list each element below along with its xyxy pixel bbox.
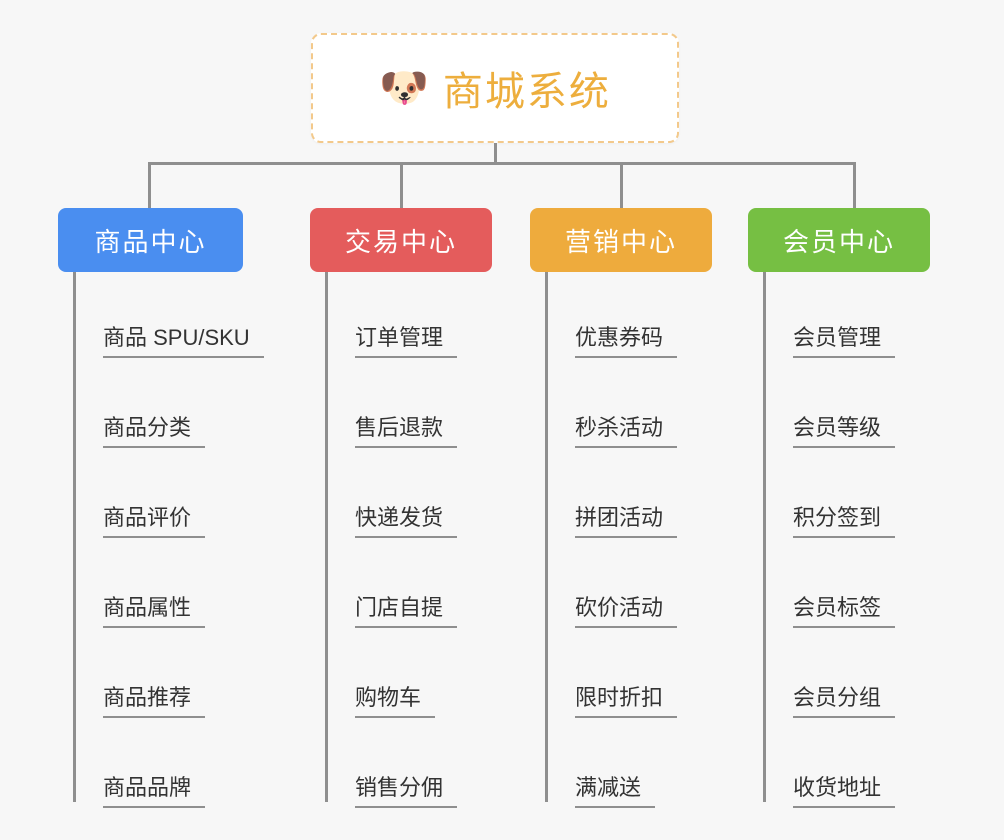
leaf-item[interactable]: 拼团活动 <box>545 452 678 542</box>
leaf-label: 砍价活动 <box>575 595 678 628</box>
leaf-label: 会员管理 <box>793 325 896 358</box>
column-spine <box>763 272 766 802</box>
leaf-label: 门店自提 <box>355 595 458 628</box>
leaf-item[interactable]: 商品 SPU/SKU <box>73 272 264 362</box>
leaf-label: 拼团活动 <box>575 505 678 538</box>
category-label: 会员中心 <box>782 226 895 257</box>
leaf-label: 优惠券码 <box>575 325 678 358</box>
leaf-item[interactable]: 秒杀活动 <box>545 362 678 452</box>
leaf-item[interactable]: 商品推荐 <box>73 632 206 722</box>
leaf-label: 商品 SPU/SKU <box>103 325 264 358</box>
category-box-trade-center[interactable]: 交易中心 <box>310 208 492 272</box>
leaf-label: 会员等级 <box>793 415 896 448</box>
leaf-item[interactable]: 销售分佣 <box>325 722 458 812</box>
branch-drop-connector-2 <box>400 162 403 208</box>
leaf-label: 销售分佣 <box>355 775 458 808</box>
leaf-label: 满减送 <box>575 775 656 808</box>
leaf-label: 秒杀活动 <box>575 415 678 448</box>
leaf-item[interactable]: 会员管理 <box>763 272 896 362</box>
leaf-item[interactable]: 购物车 <box>325 632 436 722</box>
leaf-label: 商品评价 <box>103 505 206 538</box>
leaf-label: 订单管理 <box>355 325 458 358</box>
column-spine <box>325 272 328 802</box>
category-box-product-center[interactable]: 商品中心 <box>58 208 243 272</box>
leaf-item[interactable]: 商品属性 <box>73 542 206 632</box>
leaf-item[interactable]: 售后退款 <box>325 362 458 452</box>
leaf-label: 会员标签 <box>793 595 896 628</box>
root-drop-connector <box>494 143 497 163</box>
leaf-item[interactable]: 门店自提 <box>325 542 458 632</box>
leaf-item[interactable]: 商品分类 <box>73 362 206 452</box>
leaf-label: 商品属性 <box>103 595 206 628</box>
leaf-item[interactable]: 商品评价 <box>73 452 206 542</box>
leaf-label: 售后退款 <box>355 415 458 448</box>
horizontal-bus-connector <box>148 162 856 165</box>
leaf-label: 快递发货 <box>355 505 458 538</box>
leaf-item[interactable]: 会员分组 <box>763 632 896 722</box>
column-spine <box>545 272 548 802</box>
leaf-label: 积分签到 <box>793 505 896 538</box>
leaf-item[interactable]: 限时折扣 <box>545 632 678 722</box>
shiba-dog-face-icon: 🐶 <box>379 66 429 110</box>
leaf-label: 商品分类 <box>103 415 206 448</box>
branch-drop-connector-4 <box>853 162 856 208</box>
leaf-label: 购物车 <box>355 685 436 718</box>
leaf-item[interactable]: 积分签到 <box>763 452 896 542</box>
leaf-item[interactable]: 快递发货 <box>325 452 458 542</box>
leaf-label: 会员分组 <box>793 685 896 718</box>
leaf-item[interactable]: 订单管理 <box>325 272 458 362</box>
category-label: 营销中心 <box>564 226 677 257</box>
branch-drop-connector-3 <box>620 162 623 208</box>
column-spine <box>73 272 76 802</box>
root-node-title: 商城系统 <box>442 70 611 114</box>
leaf-label: 限时折扣 <box>575 685 678 718</box>
leaf-label: 商品推荐 <box>103 685 206 718</box>
category-label: 商品中心 <box>94 226 207 257</box>
leaf-item[interactable]: 商品品牌 <box>73 722 206 812</box>
leaf-item[interactable]: 会员标签 <box>763 542 896 632</box>
leaf-item[interactable]: 满减送 <box>545 722 656 812</box>
leaf-item[interactable]: 砍价活动 <box>545 542 678 632</box>
leaf-item[interactable]: 会员等级 <box>763 362 896 452</box>
category-label: 交易中心 <box>344 226 457 257</box>
root-node-mall-system[interactable]: 🐶 商城系统 <box>311 33 679 143</box>
branch-drop-connector-1 <box>148 162 151 208</box>
leaf-item[interactable]: 优惠券码 <box>545 272 678 362</box>
category-box-member-center[interactable]: 会员中心 <box>748 208 930 272</box>
leaf-label: 商品品牌 <box>103 775 206 808</box>
leaf-item[interactable]: 收货地址 <box>763 722 896 812</box>
category-box-marketing-center[interactable]: 营销中心 <box>530 208 712 272</box>
leaf-label: 收货地址 <box>793 775 896 808</box>
